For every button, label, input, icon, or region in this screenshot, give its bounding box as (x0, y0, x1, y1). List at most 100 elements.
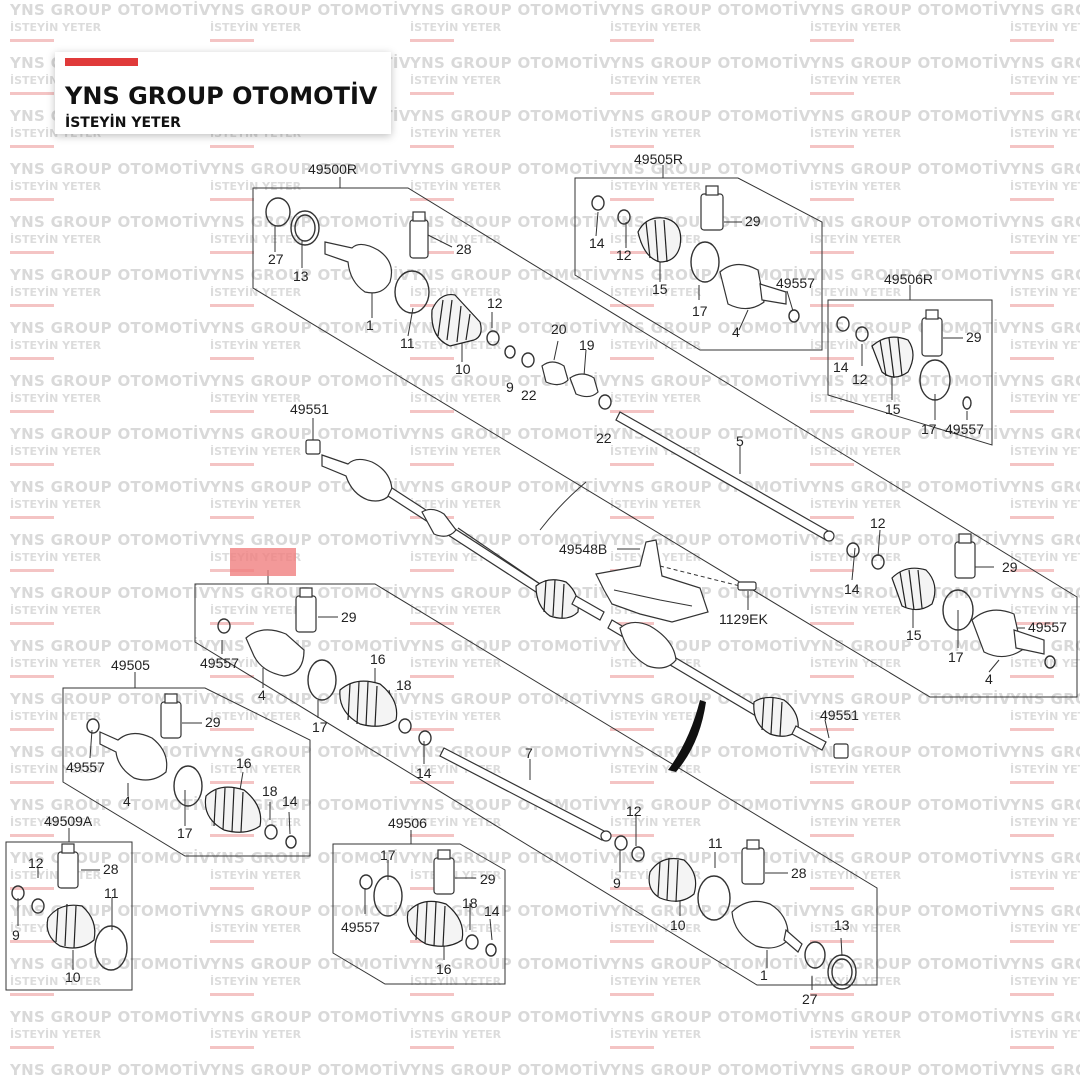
part-label-1b: 1 (760, 967, 768, 983)
part-label-49506R: 49506R (884, 271, 933, 287)
part-label-17c: 17 (948, 649, 964, 665)
frame-49506R (827, 299, 993, 446)
part-label-10c: 10 (670, 917, 686, 933)
part-label-4a: 4 (732, 324, 740, 340)
part-label-10b: 10 (65, 969, 81, 985)
part-label-10a: 10 (455, 361, 471, 377)
frame-49505R (574, 177, 823, 351)
shaft-7 (439, 747, 607, 841)
part-label-11b: 11 (104, 885, 119, 901)
part-label-18a: 18 (396, 677, 412, 693)
bracket-49548B (595, 539, 757, 623)
part-label-49557f: 49557 (341, 919, 380, 935)
part-label-29c: 29 (1002, 559, 1018, 575)
frame-49500L (194, 583, 878, 986)
part-label-15a: 15 (652, 281, 668, 297)
part-label-7: 7 (525, 745, 533, 761)
part-label-14a: 14 (589, 235, 605, 251)
part-label-49551b: 49551 (820, 707, 859, 723)
part-label-28c: 28 (791, 865, 807, 881)
part-label-16c: 16 (436, 961, 452, 977)
part-label-49551a: 49551 (290, 401, 329, 417)
part-label-4c: 4 (258, 687, 266, 703)
grease-tube-28 (409, 219, 429, 259)
part-label-20: 20 (551, 321, 567, 337)
part-label-29d: 29 (341, 609, 357, 625)
part-label-49500R: 49500R (308, 161, 357, 177)
assembly-49505 (86, 693, 297, 849)
part-label-18b: 18 (262, 783, 278, 799)
part-label-12d: 12 (870, 515, 886, 531)
main-driveshaft (305, 439, 849, 772)
part-label-49557d: 49557 (200, 655, 239, 671)
part-label-17f: 17 (380, 847, 396, 863)
part-label-17b: 17 (921, 421, 937, 437)
part-label-9c: 9 (613, 875, 621, 891)
part-label-49557e: 49557 (66, 759, 105, 775)
part-label-11a: 11 (400, 335, 415, 351)
part-label-14e: 14 (282, 793, 298, 809)
part-label-12b: 12 (616, 247, 632, 263)
frame-49500R (252, 187, 1078, 698)
part-label-49557c: 49557 (1028, 619, 1067, 635)
part-label-18c: 18 (462, 895, 478, 911)
frame-49509A (5, 841, 133, 991)
assembly-49500R (265, 197, 835, 542)
part-label-22b: 22 (596, 430, 612, 446)
part-label-12c: 12 (852, 371, 868, 387)
assembly-49505R (591, 185, 800, 323)
frame-49506 (332, 843, 506, 985)
part-label-13b: 13 (834, 917, 850, 933)
part-label-12e: 12 (28, 855, 44, 871)
part-label-16a: 16 (370, 651, 386, 667)
part-label-15b: 15 (885, 401, 901, 417)
part-label-28a: 28 (456, 241, 472, 257)
damper-19 (569, 373, 599, 398)
assembly-right-set (846, 533, 1056, 669)
part-label-29e: 29 (205, 714, 221, 730)
assembly-49509A (11, 843, 128, 971)
part-label-17e: 17 (177, 825, 193, 841)
part-label-5: 5 (736, 433, 744, 449)
part-label-19: 19 (579, 337, 595, 353)
assembly-49500L (217, 587, 857, 990)
part-label-14d: 14 (416, 765, 432, 781)
part-label-17d: 17 (312, 719, 328, 735)
part-label-28b: 28 (103, 861, 119, 877)
part-label-22a: 22 (521, 387, 537, 403)
part-label-11c: 11 (708, 835, 723, 851)
part-label-49557a: 49557 (776, 275, 815, 291)
part-label-14f: 14 (484, 903, 500, 919)
part-label-4b: 4 (985, 671, 993, 687)
frame-49505 (62, 687, 311, 857)
part-label-29b: 29 (966, 329, 982, 345)
part-label-12f: 12 (626, 803, 642, 819)
outer-joint-1 (324, 241, 393, 294)
part-label-17a: 17 (692, 303, 708, 319)
damper-20 (541, 361, 569, 386)
part-label-49506: 49506 (388, 815, 427, 831)
part-label-29a: 29 (745, 213, 761, 229)
part-label-16b: 16 (236, 755, 252, 771)
part-label-14b: 14 (833, 359, 849, 375)
part-label-1a: 1 (366, 317, 374, 333)
part-label-9b: 9 (12, 927, 20, 943)
highlight-49500L (230, 548, 296, 576)
clamp-12 (486, 330, 500, 346)
part-label-12a: 12 (487, 295, 503, 311)
assembly-49506R (836, 309, 972, 410)
part-label-29f: 29 (480, 871, 496, 887)
part-label-9a: 9 (506, 379, 514, 395)
clamp-ring-13 (290, 210, 320, 246)
part-label-49505R: 49505R (634, 151, 683, 167)
shaft-5 (615, 411, 831, 541)
part-label-49548B: 49548B (559, 541, 607, 557)
brand-logo: YNS GROUP OTOMOTİV İSTEYİN YETER (55, 52, 391, 134)
part-label-27a: 27 (268, 251, 284, 267)
part-label-49557b: 49557 (945, 421, 984, 437)
part-label-49509A: 49509A (44, 813, 93, 829)
part-label-49505: 49505 (111, 657, 150, 673)
part-label-4d: 4 (123, 793, 131, 809)
